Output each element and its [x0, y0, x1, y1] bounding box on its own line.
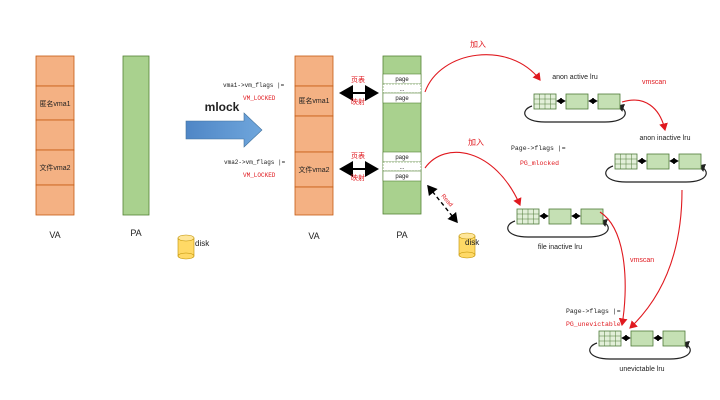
vmscan-label-1: vmscan [642, 79, 666, 86]
right-pa-label: PA [396, 230, 407, 240]
join-label-2: 加入 [468, 137, 484, 147]
pa-dots-2: ... [399, 165, 404, 171]
anon-active-lru [524, 93, 626, 123]
right-disk-label: disk [465, 238, 480, 247]
read-label: Read [439, 193, 453, 208]
vmscan-label-2: vmscan [630, 257, 654, 264]
unevictable-lru-label: unevictable lru [619, 366, 664, 373]
pt-map-2-a: 页表 [351, 151, 365, 160]
left-pa-column [122, 55, 150, 216]
file-inactive-lru-label: file inactive lru [538, 244, 582, 251]
right-disk-icon [458, 232, 476, 259]
pa-page-label-2: page [395, 96, 409, 102]
mlock-arrow [185, 112, 263, 148]
vma1-flags-text: vma1->vm_flags |= [223, 82, 285, 89]
pt-map-2-b: 映射 [351, 173, 365, 182]
anon-inactive-lru-label: anon inactive lru [640, 135, 691, 142]
vma2-flags-text: vma2->vm_flags |= [224, 159, 286, 166]
left-disk-icon [177, 234, 195, 260]
anon-to-unevictable-arrow [629, 189, 683, 329]
left-va-label: VA [49, 230, 60, 240]
right-va-column [294, 55, 334, 216]
vma1-locked-text: VM_LOCKED [243, 95, 276, 102]
anon-inactive-lru [605, 153, 707, 183]
pa-page-label-1: page [395, 77, 409, 83]
pg-mlocked-text: PG_mlocked [520, 160, 559, 167]
left-vma2-label: 文件vma2 [39, 163, 70, 172]
right-va-label: VA [308, 231, 319, 241]
right-vma2-label: 文件vma2 [298, 165, 329, 174]
left-pa-label: PA [130, 228, 141, 238]
pg-unevictable-text: PG_unevictable [566, 321, 621, 328]
pt-map-1-a: 页表 [351, 75, 365, 84]
anon-active-lru-label: anon active lru [552, 74, 598, 81]
vmscan-arrow-2 [599, 211, 628, 327]
unevictable-lru [589, 330, 691, 360]
right-pa-column [382, 55, 422, 215]
pa-page-label-3: page [395, 155, 409, 161]
read-arrow [427, 184, 458, 224]
join-label-1: 加入 [470, 39, 486, 49]
pa-dots-1: ... [399, 87, 404, 93]
mlock-label: mlock [205, 100, 240, 114]
file-inactive-lru [507, 208, 609, 238]
vmscan-arrow-1 [621, 99, 668, 132]
right-vma1-label: 匿名vma1 [298, 96, 329, 105]
page-flags-1-text: Page->flags |= [511, 145, 566, 152]
left-va-column [35, 55, 75, 216]
join-arrow-anon [424, 54, 541, 93]
left-vma1-label: 匿名vma1 [39, 99, 70, 108]
pt-map-1-b: 映射 [351, 97, 365, 106]
vma2-locked-text: VM_LOCKED [243, 172, 276, 179]
left-disk-label: disk [195, 239, 210, 248]
page-flags-2-text: Page->flags |= [566, 308, 621, 315]
pa-page-label-4: page [395, 174, 409, 180]
join-arrow-file [424, 151, 522, 207]
